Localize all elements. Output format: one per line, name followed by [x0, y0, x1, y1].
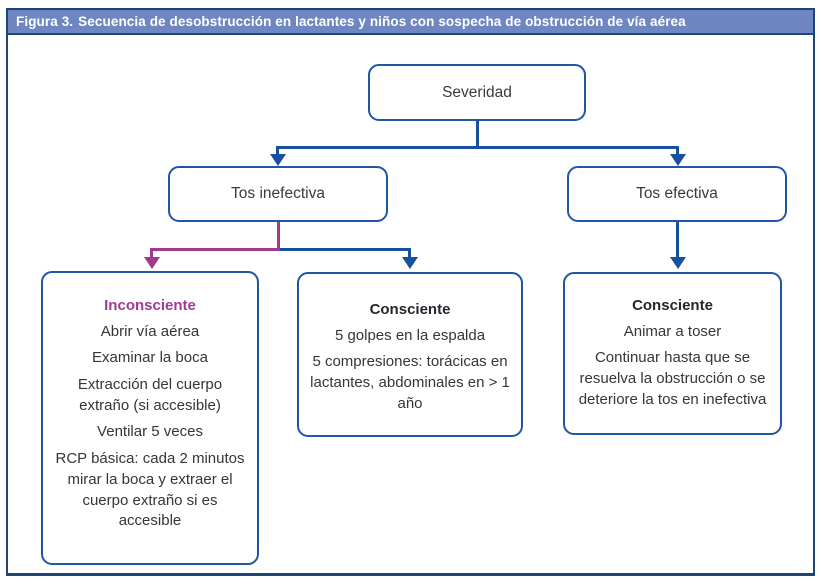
arrow-down-consciente-derecha-icon — [670, 257, 686, 269]
step-ventilar: Ventilar 5 veces — [97, 423, 203, 441]
node-inconsciente: Inconsciente Abrir vía aérea Examinar la… — [41, 271, 259, 565]
connector-consciente-horizontal — [280, 248, 411, 251]
step-examinar-boca: Examinar la boca — [92, 349, 208, 367]
connector-inefectiva-stem — [277, 222, 280, 251]
connector-inconsciente-drop — [150, 248, 153, 259]
connector-efectiva-stem — [676, 222, 679, 259]
node-consciente-central-heading: Consciente — [369, 301, 451, 318]
connector-branch-line — [276, 146, 679, 149]
node-severidad: Severidad — [368, 64, 586, 121]
arrow-down-tos-inefectiva-icon — [270, 154, 286, 166]
step-rcp-basica: RCP básica: cada 2 minutos mirar la boca… — [55, 450, 245, 530]
node-tos-efectiva-label: Tos efectiva — [636, 185, 718, 202]
step-extraccion-cuerpo: Extracción del cuerpo extraño (si accesi… — [77, 376, 223, 414]
figure-label: Figura 3. — [16, 14, 74, 29]
node-tos-efectiva: Tos efectiva — [567, 166, 787, 222]
connector-left-drop — [276, 146, 279, 156]
node-consciente-derecha: Consciente Animar a toser Continuar hast… — [563, 272, 782, 435]
node-consciente-derecha-heading: Consciente — [632, 297, 713, 314]
arrow-down-consciente-central-icon — [402, 257, 418, 269]
step-abrir-via-aerea: Abrir vía aérea — [100, 322, 200, 340]
connector-inconsciente-horizontal — [150, 248, 280, 251]
figure-header: Figura 3. Secuencia de desobstrucción en… — [8, 8, 813, 35]
arrow-down-tos-efectiva-icon — [670, 154, 686, 166]
step-animar-toser: Animar a toser — [623, 322, 722, 340]
connector-right-drop — [676, 146, 679, 156]
figure-title: Secuencia de desobstrucción en lactantes… — [78, 14, 686, 29]
arrow-down-inconsciente-icon — [144, 257, 160, 269]
node-severidad-label: Severidad — [442, 83, 512, 101]
node-consciente-central: Consciente 5 golpes en la espalda 5 comp… — [297, 272, 523, 437]
node-inconsciente-heading: Inconsciente — [104, 297, 196, 314]
node-tos-inefectiva-label: Tos inefectiva — [231, 185, 325, 202]
step-golpes-espalda: 5 golpes en la espalda — [334, 326, 486, 344]
node-tos-inefectiva: Tos inefectiva — [168, 166, 388, 222]
step-continuar-hasta: Continuar hasta que se resuelva la obstr… — [578, 349, 767, 408]
step-compresiones: 5 compresiones: torácicas en lactantes, … — [310, 353, 510, 412]
connector-consciente-drop — [408, 248, 411, 259]
connector-severidad-stem — [476, 121, 479, 149]
